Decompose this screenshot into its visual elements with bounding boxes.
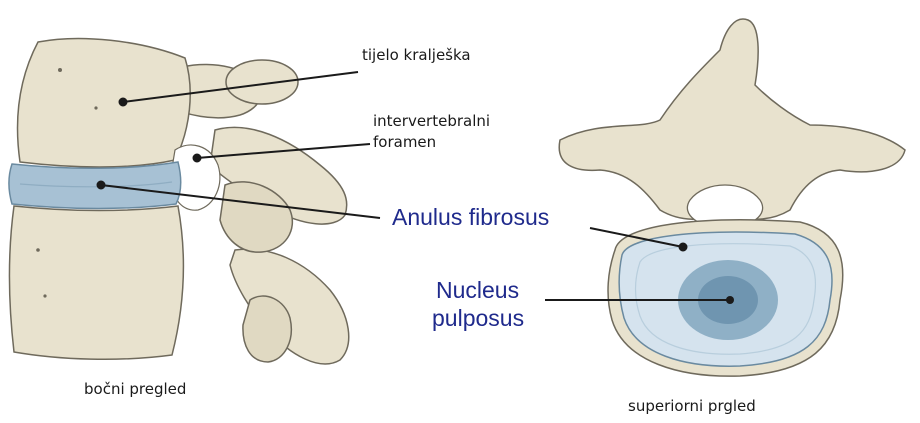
lower-vertebral-body xyxy=(10,206,184,359)
caption-superior-view: superiorni prgled xyxy=(628,397,756,415)
label-anulus-fibrosus: Anulus fibrosus xyxy=(392,204,549,231)
superior-view-illustration xyxy=(559,19,905,376)
label-nucleus-line1: Nucleus xyxy=(436,277,519,304)
bone-texture-dot xyxy=(43,294,46,297)
label-foramen-line2: foramen xyxy=(373,133,436,151)
bone-texture-dot xyxy=(36,248,40,252)
label-nucleus-line2: pulposus xyxy=(432,305,524,332)
bone-texture-dot xyxy=(94,106,97,109)
caption-lateral-view: bočni pregled xyxy=(84,380,186,398)
transverse-process xyxy=(243,296,291,362)
label-foramen-line1: intervertebralni xyxy=(373,112,490,130)
upper-vertebral-body xyxy=(17,39,190,167)
label-vertebral-body: tijelo kralješka xyxy=(362,46,471,64)
lateral-view-illustration xyxy=(9,39,349,364)
bone-texture-dot xyxy=(58,68,62,72)
